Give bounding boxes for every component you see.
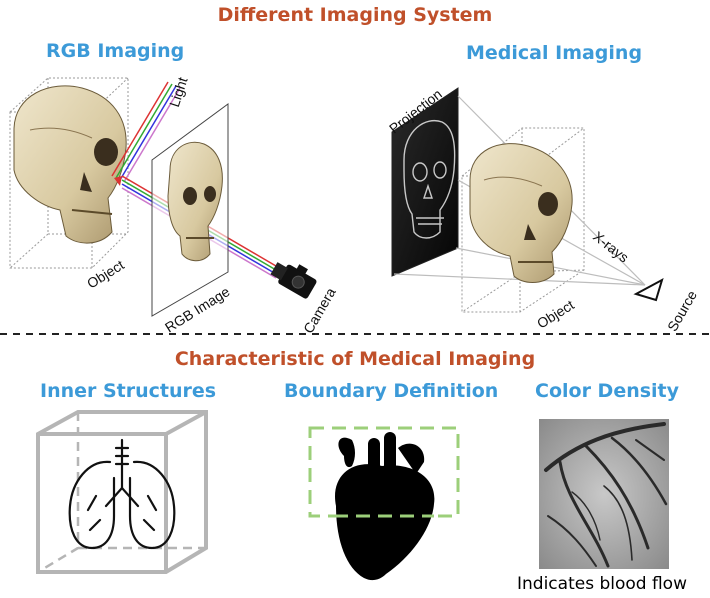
rgb-imaging-title: RGB Imaging: [46, 40, 185, 62]
lungs-icon: [68, 438, 176, 550]
camera-icon: [270, 262, 317, 299]
heart-illustration: [308, 426, 460, 581]
lungs-cube-illustration: [36, 410, 208, 574]
medical-skull-object: [469, 143, 573, 283]
color-density-title: Color Density: [535, 380, 680, 402]
xray-skull: [403, 120, 456, 239]
xray-source-icon: [633, 277, 664, 302]
medical-imaging-title: Medical Imaging: [466, 42, 643, 64]
heart-icon: [335, 432, 435, 581]
section-title-characteristics: Characteristic of Medical Imaging: [174, 348, 536, 370]
blood-flow-caption: Indicates blood flow: [517, 574, 687, 594]
light-rays: [111, 81, 181, 183]
section-title-imaging-systems: Different Imaging System: [217, 4, 493, 26]
boundary-definition-title: Boundary Definition: [284, 380, 499, 402]
light-arrowhead: [114, 176, 122, 186]
angiogram-image: [539, 419, 669, 569]
rgb-image-skull: [167, 141, 223, 262]
rgb-skull-object: [13, 85, 127, 244]
inner-structures-title: Inner Structures: [40, 380, 217, 402]
